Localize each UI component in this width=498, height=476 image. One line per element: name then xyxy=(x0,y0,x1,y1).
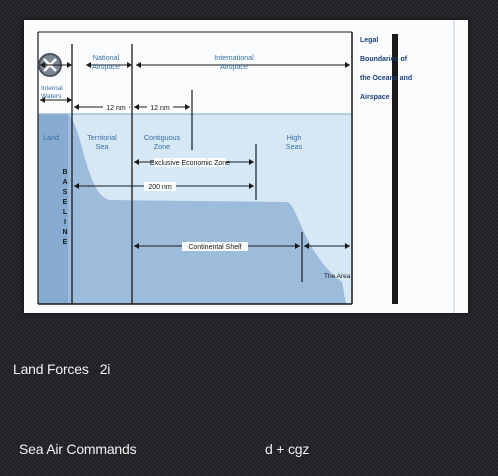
svg-text:E: E xyxy=(63,199,68,206)
svg-text:B: B xyxy=(62,169,67,176)
svg-text:E: E xyxy=(63,239,68,246)
svg-text:L: L xyxy=(63,209,68,216)
svg-text:Boundaries of: Boundaries of xyxy=(360,56,408,63)
right-border-bar xyxy=(392,34,398,304)
land-label: Land xyxy=(43,133,59,142)
caption-formula: d + cgz xyxy=(265,441,310,457)
diagram-title: Legal Boundaries of the Oceans and Airsp… xyxy=(360,37,412,101)
svg-text:Legal: Legal xyxy=(360,37,378,44)
land-mass xyxy=(38,114,68,304)
svg-text:S: S xyxy=(63,189,68,196)
svg-text:Airspace: Airspace xyxy=(360,94,390,101)
caption-land-forces: Land Forces 2i xyxy=(13,361,111,377)
seabed-profile xyxy=(38,114,346,304)
eez-label: Exclusive Economic Zone xyxy=(150,160,230,167)
svg-text:A: A xyxy=(62,179,67,186)
nm-12-contiguous-label: 12 nm xyxy=(150,105,170,112)
svg-text:the Oceans and: the Oceans and xyxy=(360,75,412,82)
the-area-label: The Area xyxy=(324,273,351,280)
svg-text:I: I xyxy=(64,219,66,226)
nm-200-label: 200 nm xyxy=(148,184,172,191)
caption-sea-air-commands: Sea Air Commands xyxy=(19,441,137,457)
continental-shelf-label: Continental Shelf xyxy=(188,244,241,251)
svg-text:N: N xyxy=(62,229,67,236)
baseline-vertical-label: B A S E L I N E xyxy=(62,169,67,246)
nm-12-territorial-label: 12 nm xyxy=(106,105,126,112)
